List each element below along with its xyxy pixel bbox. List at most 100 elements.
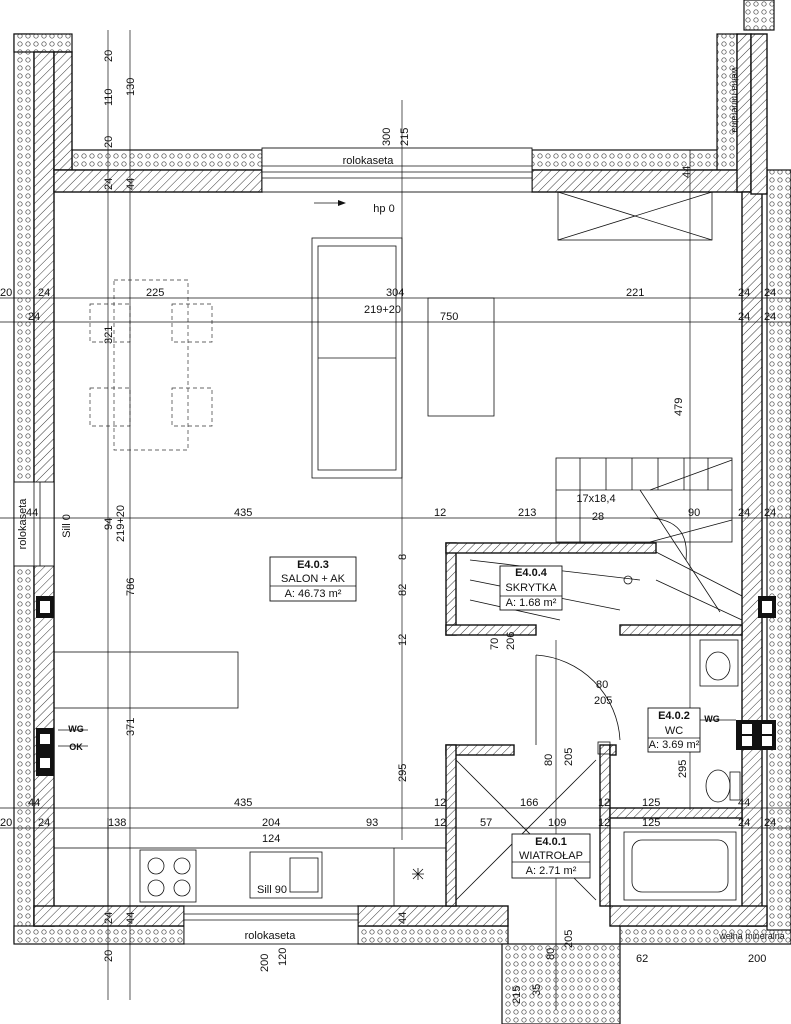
dim-text: 44	[125, 178, 137, 190]
dim-text: 219+20	[115, 505, 127, 542]
dim-text: 205	[563, 748, 575, 766]
doors	[455, 654, 621, 901]
room-name: SALON + AK	[281, 573, 346, 585]
dim-text: 786	[125, 578, 137, 596]
room-id: E4.0.2	[658, 710, 690, 722]
dim-text: 200	[748, 953, 766, 965]
dim-text: 221	[626, 287, 644, 299]
dim-text: 12	[397, 634, 409, 646]
installation-markers	[36, 596, 776, 776]
window-left	[13, 481, 55, 567]
dim-text: 138	[108, 817, 126, 829]
room-label-wc: E4.0.2 WC A: 3.69 m²	[647, 707, 701, 753]
dim-text: 166	[520, 797, 538, 809]
dim-text: 321	[103, 326, 115, 344]
dim-text: 44	[397, 912, 409, 924]
dim-text: 213	[518, 507, 536, 519]
room-label-salon: E4.0.3 SALON + AK A: 46.73 m²	[269, 556, 357, 602]
dim-text: 110	[103, 88, 115, 106]
dim-text: 80	[543, 754, 555, 766]
dim-text: 24	[738, 507, 750, 519]
dim-text: 24	[764, 817, 776, 829]
dim-text: 125	[642, 797, 660, 809]
dim-text: 204	[262, 817, 280, 829]
dim-text: 12	[434, 817, 446, 829]
dimension-lines	[0, 30, 791, 1010]
dim-text: 94	[103, 518, 115, 530]
dim-text: 20	[0, 287, 12, 299]
dim-text: 24	[764, 311, 776, 323]
dim-text: 12	[434, 507, 446, 519]
dim-text: 206	[505, 632, 517, 650]
dim-text: 44	[738, 797, 750, 809]
dim-text: 295	[677, 760, 689, 778]
dim-text: 12	[434, 797, 446, 809]
dim-text: 24	[28, 311, 40, 323]
dim-text: 24	[764, 287, 776, 299]
sill-left-label: Sill 0	[61, 514, 73, 538]
dim-text: 215	[399, 128, 411, 146]
dim-text: 62	[636, 953, 648, 965]
dim-text: 57	[480, 817, 492, 829]
welna-top-label: wełna mineralna	[730, 66, 740, 133]
dim-text: 20	[103, 950, 115, 962]
room-label-wiatrolap: E4.0.1 WIATROŁAP A: 2.71 m²	[511, 833, 591, 879]
rolokaseta-top-label: rolokaseta	[343, 155, 395, 167]
sill-bottom-label: Sill 90	[257, 884, 287, 896]
dim-text: 200	[259, 954, 271, 972]
dim-text: 24	[38, 817, 50, 829]
dim-text: 205	[594, 695, 612, 707]
dim-text: 109	[548, 817, 566, 829]
room-id: E4.0.1	[535, 836, 567, 848]
room-area: A: 3.69 m²	[649, 739, 700, 751]
dim-text: 44	[681, 166, 693, 178]
dim-text: 20	[103, 136, 115, 148]
dim-text: 215	[511, 986, 523, 1004]
dim-text: 130	[125, 78, 137, 96]
dim-text: 82	[397, 584, 409, 596]
dim-text: 750	[440, 311, 458, 323]
furniture	[53, 191, 741, 907]
dim-text: 435	[234, 507, 252, 519]
dim-text: 205	[563, 930, 575, 948]
dim-text: 80	[545, 948, 557, 960]
room-area: A: 1.68 m²	[506, 597, 557, 609]
dim-text: 24	[738, 311, 750, 323]
window-bottom	[183, 905, 359, 945]
dimension-labels: 20 110 130 20 300 215 24 44 44 20 24 225…	[0, 50, 776, 1004]
room-area: A: 2.71 m²	[526, 865, 577, 877]
dim-text: 24	[38, 287, 50, 299]
room-name: WC	[665, 725, 683, 737]
dim-text: 44	[125, 912, 137, 924]
dim-text: 24	[764, 507, 776, 519]
welna-bottom-label: wełna mineralna	[718, 931, 785, 941]
wg-label-left: WG	[68, 724, 84, 734]
dim-text: 24	[103, 178, 115, 190]
dim-text: 20	[103, 50, 115, 62]
room-area: A: 46.73 m²	[285, 588, 342, 600]
dim-text: 479	[673, 398, 685, 416]
dim-text: 80	[596, 679, 608, 691]
dim-text: 44	[28, 797, 40, 809]
room-id: E4.0.4	[515, 567, 548, 579]
dim-text: 219+20	[364, 304, 401, 316]
dim-text: 24	[738, 817, 750, 829]
dim-text: 225	[146, 287, 164, 299]
dim-text: 300	[381, 128, 393, 146]
entrance-step	[501, 943, 621, 1024]
dim-text: 20	[0, 817, 12, 829]
dim-text: 124	[262, 833, 280, 845]
ok-label: OK	[69, 742, 83, 752]
room-name: SKRYTKA	[505, 582, 557, 594]
dim-text: 12	[598, 817, 610, 829]
dim-text: 93	[366, 817, 378, 829]
dim-text: 371	[125, 718, 137, 736]
room-label-skrytka: E4.0.4 SKRYTKA A: 1.68 m²	[499, 565, 563, 611]
dim-text: 90	[688, 507, 700, 519]
dim-text: 24	[738, 287, 750, 299]
room-id: E4.0.3	[297, 559, 329, 571]
window-top	[261, 147, 533, 193]
wg-label-right: WG	[704, 714, 720, 724]
room-name: WIATROŁAP	[519, 850, 583, 862]
